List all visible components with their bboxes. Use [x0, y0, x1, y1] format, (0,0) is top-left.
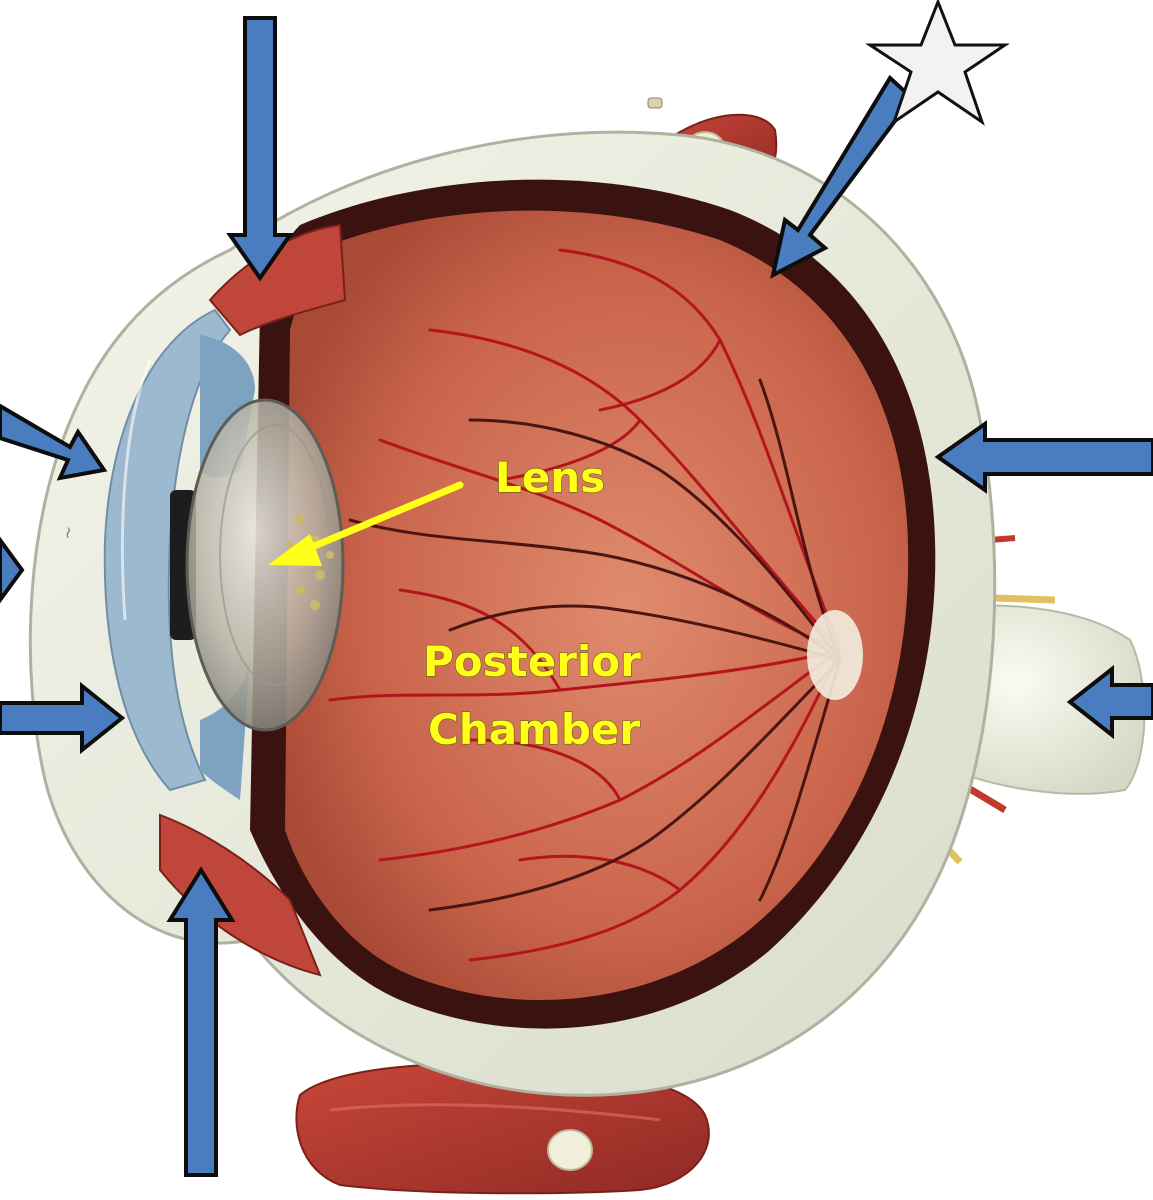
arrow-right-upper-icon — [934, 420, 1153, 494]
retinal-vessels — [328, 248, 842, 962]
posterior-label: Posterior — [423, 637, 641, 686]
cornea: ~ — [57, 308, 232, 792]
retina — [285, 210, 909, 1001]
arrow-left-lower-icon — [0, 681, 126, 755]
svg-text:~: ~ — [57, 524, 78, 541]
lens-label: Lens — [495, 453, 605, 502]
star-icon — [864, 0, 1010, 126]
arrow-left-small-icon — [0, 536, 25, 604]
arrow-right-lower-icon — [1066, 664, 1153, 740]
lens-pointer-arrow — [268, 481, 464, 566]
pointer-arrows — [0, 16, 1153, 1177]
arrow-upper-left-icon — [0, 403, 108, 481]
lens — [185, 398, 345, 732]
arrow-bottom-icon — [166, 866, 236, 1177]
optic-disc — [807, 610, 863, 700]
arrow-top-icon — [226, 16, 294, 282]
chamber-label: Chamber — [428, 705, 640, 754]
